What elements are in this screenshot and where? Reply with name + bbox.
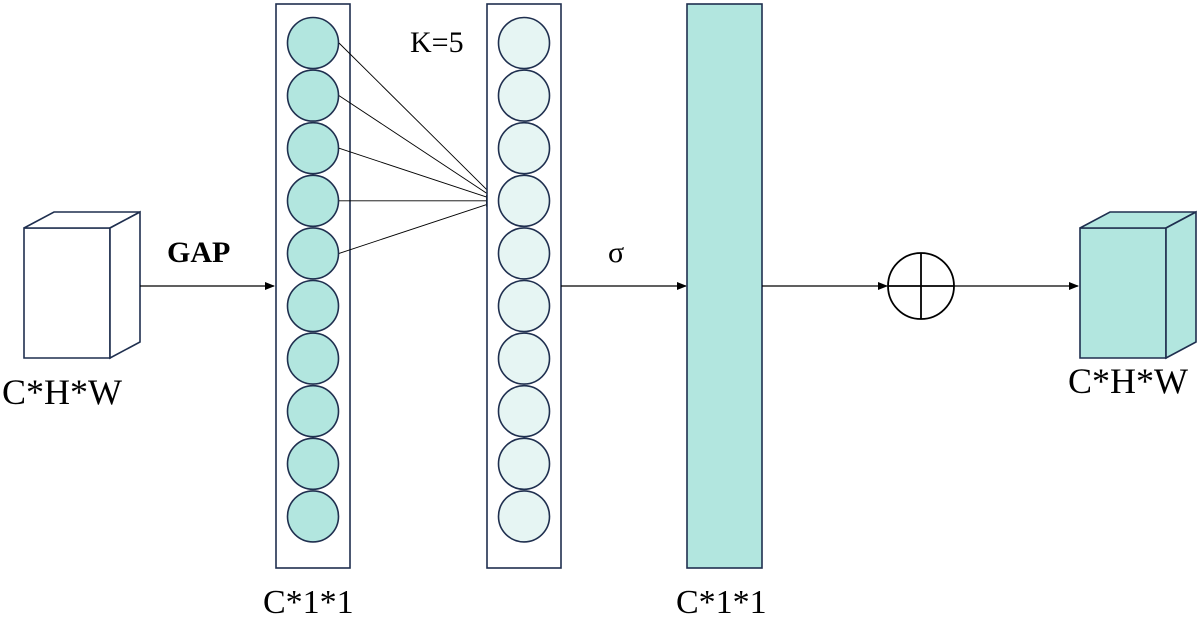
pooled-neuron bbox=[286, 121, 340, 175]
conv-neuron bbox=[497, 121, 551, 175]
pooled-neuron bbox=[286, 69, 340, 122]
output-feature-cube bbox=[1079, 210, 1197, 360]
pooled-neuron bbox=[286, 384, 340, 438]
weights-dimension-label: C*1*1 bbox=[676, 584, 767, 617]
conv-neuron bbox=[497, 384, 551, 438]
pooled-neuron bbox=[286, 174, 340, 228]
conv-connection-line bbox=[338, 95, 499, 202]
pooled-neuron bbox=[286, 279, 340, 333]
conv-neuron bbox=[497, 490, 551, 543]
conv-connection-line bbox=[338, 147, 499, 202]
pooled-neuron bbox=[286, 490, 340, 543]
conv-neuron bbox=[497, 16, 551, 70]
pooled-neuron bbox=[286, 332, 340, 385]
conv-neuron bbox=[497, 279, 551, 333]
circled-plus-icon bbox=[887, 252, 955, 320]
gap-label: GAP bbox=[167, 236, 230, 269]
sigmoid-label: σ bbox=[608, 236, 624, 269]
pooled-neuron bbox=[286, 227, 340, 280]
input-feature-cube bbox=[23, 210, 141, 360]
conv-neuron bbox=[497, 174, 551, 228]
conv1d-connections bbox=[338, 42, 499, 254]
conv-neuron bbox=[497, 332, 551, 385]
input-dimension-label: C*H*W bbox=[2, 372, 122, 412]
conv-connection-line bbox=[338, 42, 499, 202]
conv-neuron bbox=[497, 69, 551, 122]
channel-weights-bar bbox=[686, 3, 763, 569]
pooled-channel-column bbox=[275, 3, 351, 569]
conv-output-column bbox=[486, 3, 562, 569]
conv-connection-line bbox=[338, 200, 499, 254]
pooled-dimension-label: C*1*1 bbox=[263, 584, 354, 617]
conv-neuron bbox=[497, 227, 551, 280]
pooled-neuron bbox=[286, 437, 340, 491]
pooled-neuron bbox=[286, 16, 340, 70]
output-dimension-label: C*H*W bbox=[1068, 361, 1188, 401]
conv-neuron bbox=[497, 437, 551, 491]
kernel-size-label: K=5 bbox=[410, 26, 464, 59]
